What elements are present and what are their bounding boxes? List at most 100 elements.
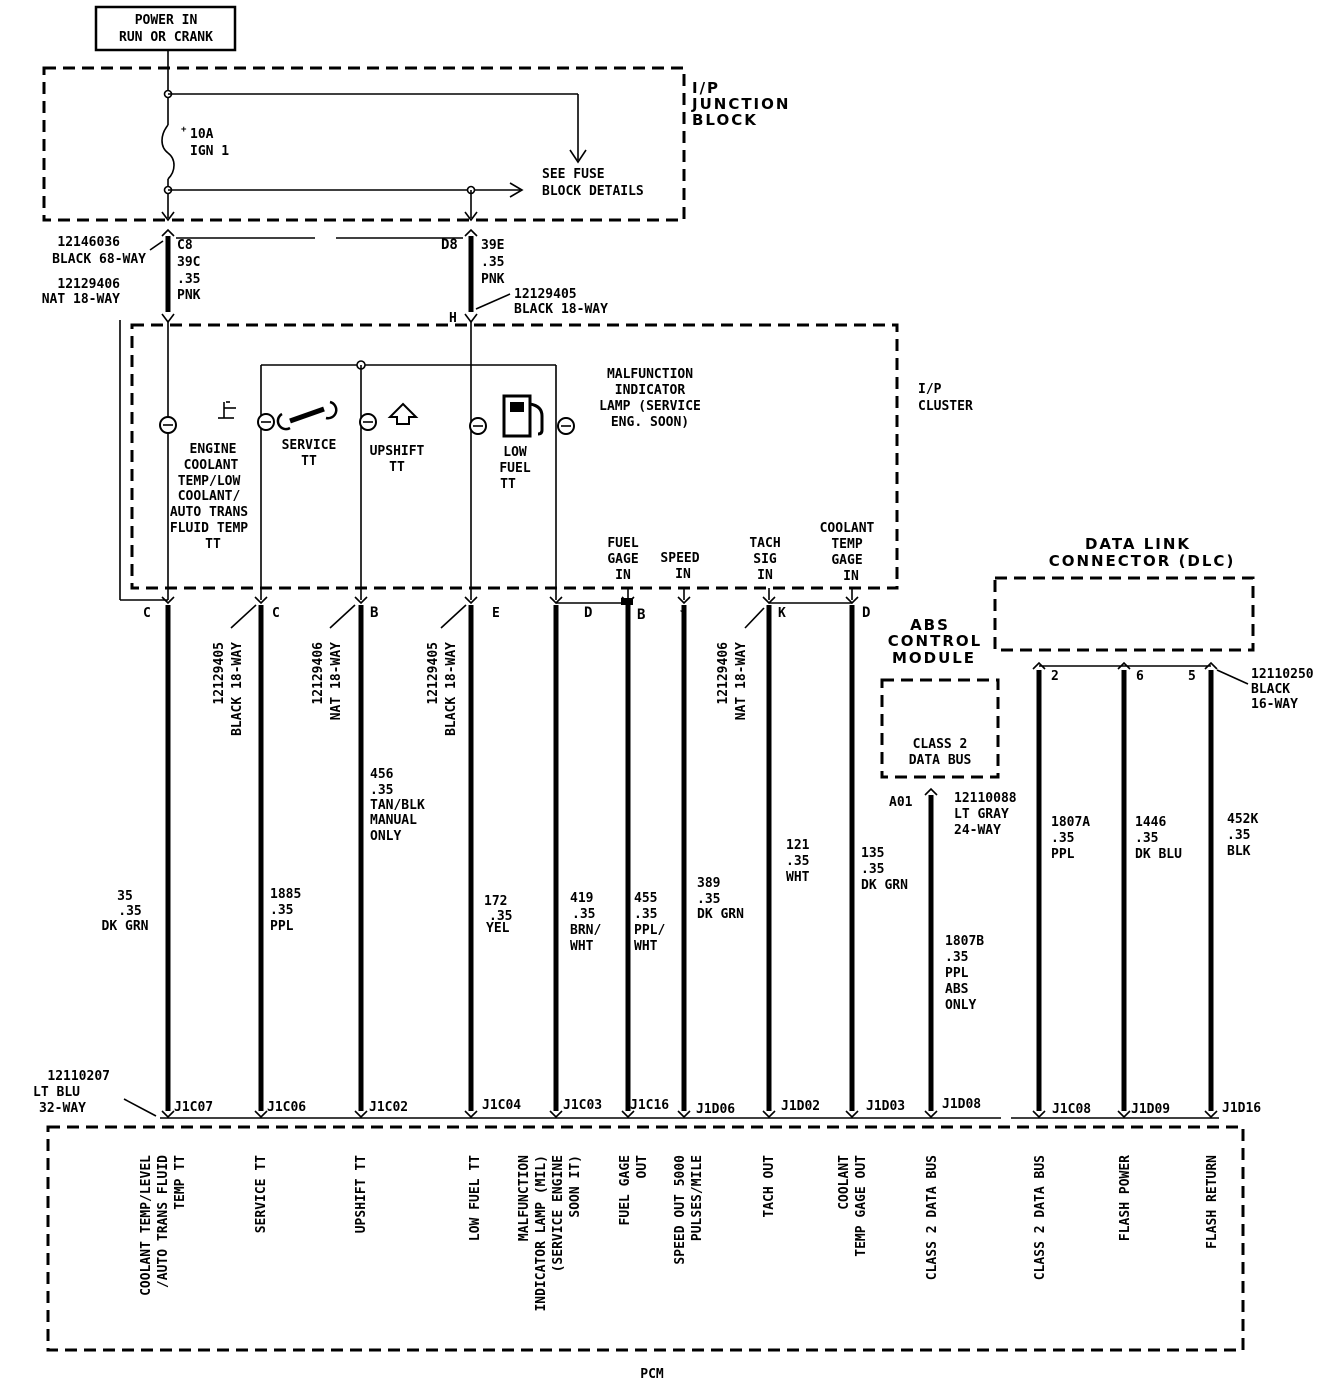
w135-0: 135	[861, 846, 884, 861]
pcm-func-9-1: TEMP GAGE OUT	[854, 1155, 869, 1257]
pcm-func-1-0: COOLANT TEMP/LEVEL	[139, 1155, 154, 1296]
low-fuel-ind-0: LOW	[503, 445, 527, 460]
w1807b-1: .35	[945, 950, 968, 965]
pcm-pin-12: J1D16	[1222, 1101, 1261, 1116]
abs-label-1: ABS	[910, 616, 950, 634]
cluster-conn-b-desc: NAT 18-WAY	[329, 642, 344, 720]
w1807a-0: 1807A	[1051, 815, 1090, 830]
w419-1: .35	[572, 907, 595, 922]
thermometer-icon	[218, 401, 236, 419]
wire-c8-color: PNK	[177, 288, 201, 303]
coolant-ind-4: AUTO TRANS	[170, 505, 248, 520]
w135-2: DK GRN	[861, 878, 908, 893]
w135-1: .35	[861, 862, 884, 877]
top-conn-right-desc: BLACK 18-WAY	[514, 302, 608, 317]
w455-2: PPL/	[634, 923, 665, 938]
pcm-func-5-1: INDICATOR LAMP (MIL)	[534, 1155, 549, 1312]
dlc-pin-a: 2	[1051, 669, 1059, 684]
pcm-func-7-0: SPEED OUT 5000	[673, 1155, 688, 1265]
ip-junction-block: I/P JUNCTION BLOCK + 10A IGN 1 SEE FUSE …	[42, 50, 788, 222]
upshift-ind-1: TT	[389, 460, 405, 475]
fuse-block-ref-1: SEE FUSE	[542, 167, 605, 182]
pcm-func-1-2: TEMP TT	[173, 1155, 188, 1210]
pcm-func-5-3: SOON IT)	[568, 1155, 583, 1218]
pcm-connector: 12110207 LT BLU 32-WAY J1C07 J1C06 J1C02…	[33, 1069, 1261, 1119]
pcm-func-10-0: CLASS 2 DATA BUS	[925, 1155, 940, 1280]
pcm-func-11-0: CLASS 2 DATA BUS	[1033, 1155, 1048, 1280]
power-in-line2: RUN OR CRANK	[119, 30, 213, 45]
power-in-line1: POWER IN	[135, 13, 198, 28]
pcm-conn-part: 12110207	[47, 1069, 110, 1084]
abs-control-module: ABS CONTROL MODULE CLASS 2 DATA BUS A01 …	[880, 616, 1017, 838]
pcm-pin-9: J1D08	[942, 1097, 981, 1112]
cluster-conn-c-part: 12129405	[426, 642, 441, 705]
top-conn-right-part: 12129405	[514, 287, 577, 302]
pcm-pin-5: J1C16	[630, 1098, 669, 1113]
w456-3: MANUAL	[370, 813, 417, 828]
pcm-pin-4: J1C03	[563, 1098, 602, 1113]
top-connector-wires: 12146036 BLACK 68-WAY 12129406 NAT 18-WA…	[42, 211, 608, 600]
tach-in-2: IN	[757, 568, 773, 583]
cluster-label-1: I/P	[918, 382, 942, 397]
wire-d8-color: PNK	[481, 272, 505, 287]
w389-1: .35	[697, 892, 720, 907]
abs-part: 12110088	[954, 791, 1017, 806]
w1807b-3: ABS	[945, 982, 969, 997]
pcm-pin-1: J1C06	[267, 1100, 306, 1115]
cluster-pin-6: B	[637, 607, 645, 623]
w455-1: .35	[634, 907, 657, 922]
abs-pin: A01	[889, 795, 913, 810]
w172-1: .35	[489, 909, 512, 924]
cluster-connector: C C B E D B J K D 12129405 BLACK 18-WAY …	[143, 596, 870, 736]
w389-2: DK GRN	[697, 907, 744, 922]
w419-0: 419	[570, 891, 593, 906]
w172-2: YEL	[486, 921, 510, 936]
wire-d8-gauge: .35	[481, 255, 504, 270]
coolant-gage-in-1: TEMP	[831, 537, 862, 552]
top-conn-left-desc1: BLACK 68-WAY	[52, 252, 146, 267]
pcm-func-6-0: FUEL GAGE	[618, 1155, 633, 1225]
dlc: DATA LINK CONNECTOR (DLC) 2 6 5 12110250…	[993, 535, 1314, 712]
w35-2: DK GRN	[102, 919, 149, 934]
pcm-func-2-0: SERVICE TT	[254, 1155, 269, 1233]
coolant-ind-3: COOLANT/	[178, 489, 241, 504]
w1446-0: 1446	[1135, 815, 1166, 830]
pcm-func-5-0: MALFUNCTION	[517, 1155, 532, 1241]
cluster-pin-1: C	[143, 606, 151, 621]
w1885-1: .35	[270, 903, 293, 918]
coolant-gage-in-0: COOLANT	[820, 521, 875, 536]
w452k-1: .35	[1227, 828, 1250, 843]
w1807b-0: 1807B	[945, 934, 984, 949]
cluster-conn-b-part: 12129406	[311, 642, 326, 705]
pcm-conn-desc-1: LT BLU	[33, 1085, 80, 1100]
pcm-pin-10: J1C08	[1052, 1102, 1091, 1117]
pcm-pin-6: J1D06	[696, 1102, 735, 1117]
coolant-ind-5: FLUID TEMP	[170, 521, 248, 536]
cluster-pin-2: C	[272, 606, 280, 621]
wrench-icon	[276, 400, 338, 431]
w121-1: .35	[786, 854, 809, 869]
w389-0: 389	[697, 876, 720, 891]
fuse-amps: 10A	[190, 127, 214, 142]
w452k-0: 452K	[1227, 812, 1258, 827]
fuse-icon	[161, 124, 175, 180]
low-fuel-ind-1: FUEL	[499, 461, 530, 476]
w121-0: 121	[786, 838, 810, 853]
w456-2: TAN/BLK	[370, 798, 425, 813]
w456-0: 456	[370, 767, 394, 782]
coolant-ind-6: TT	[205, 537, 221, 552]
w419-2: BRN/	[570, 923, 601, 938]
cluster-conn-a-desc: BLACK 18-WAY	[230, 642, 245, 736]
coolant-gage-in-3: IN	[843, 569, 859, 584]
pcm-pin-2: J1C02	[369, 1100, 408, 1115]
abs-desc-1: LT GRAY	[954, 807, 1009, 822]
junction-label-1: I/P	[692, 79, 720, 97]
low-fuel-ind-2: TT	[500, 477, 516, 492]
dlc-desc-2: 16-WAY	[1251, 697, 1298, 712]
pcm-box: PCM COOLANT TEMP/LEVEL /AUTO TRANS FLUID…	[46, 1125, 1245, 1382]
dlc-label-1: DATA LINK	[1085, 535, 1191, 553]
pcm-pin-0: J1C07	[174, 1100, 213, 1115]
w456-4: ONLY	[370, 829, 401, 844]
w1446-2: DK BLU	[1135, 847, 1182, 862]
w172-0: 172	[484, 894, 507, 909]
